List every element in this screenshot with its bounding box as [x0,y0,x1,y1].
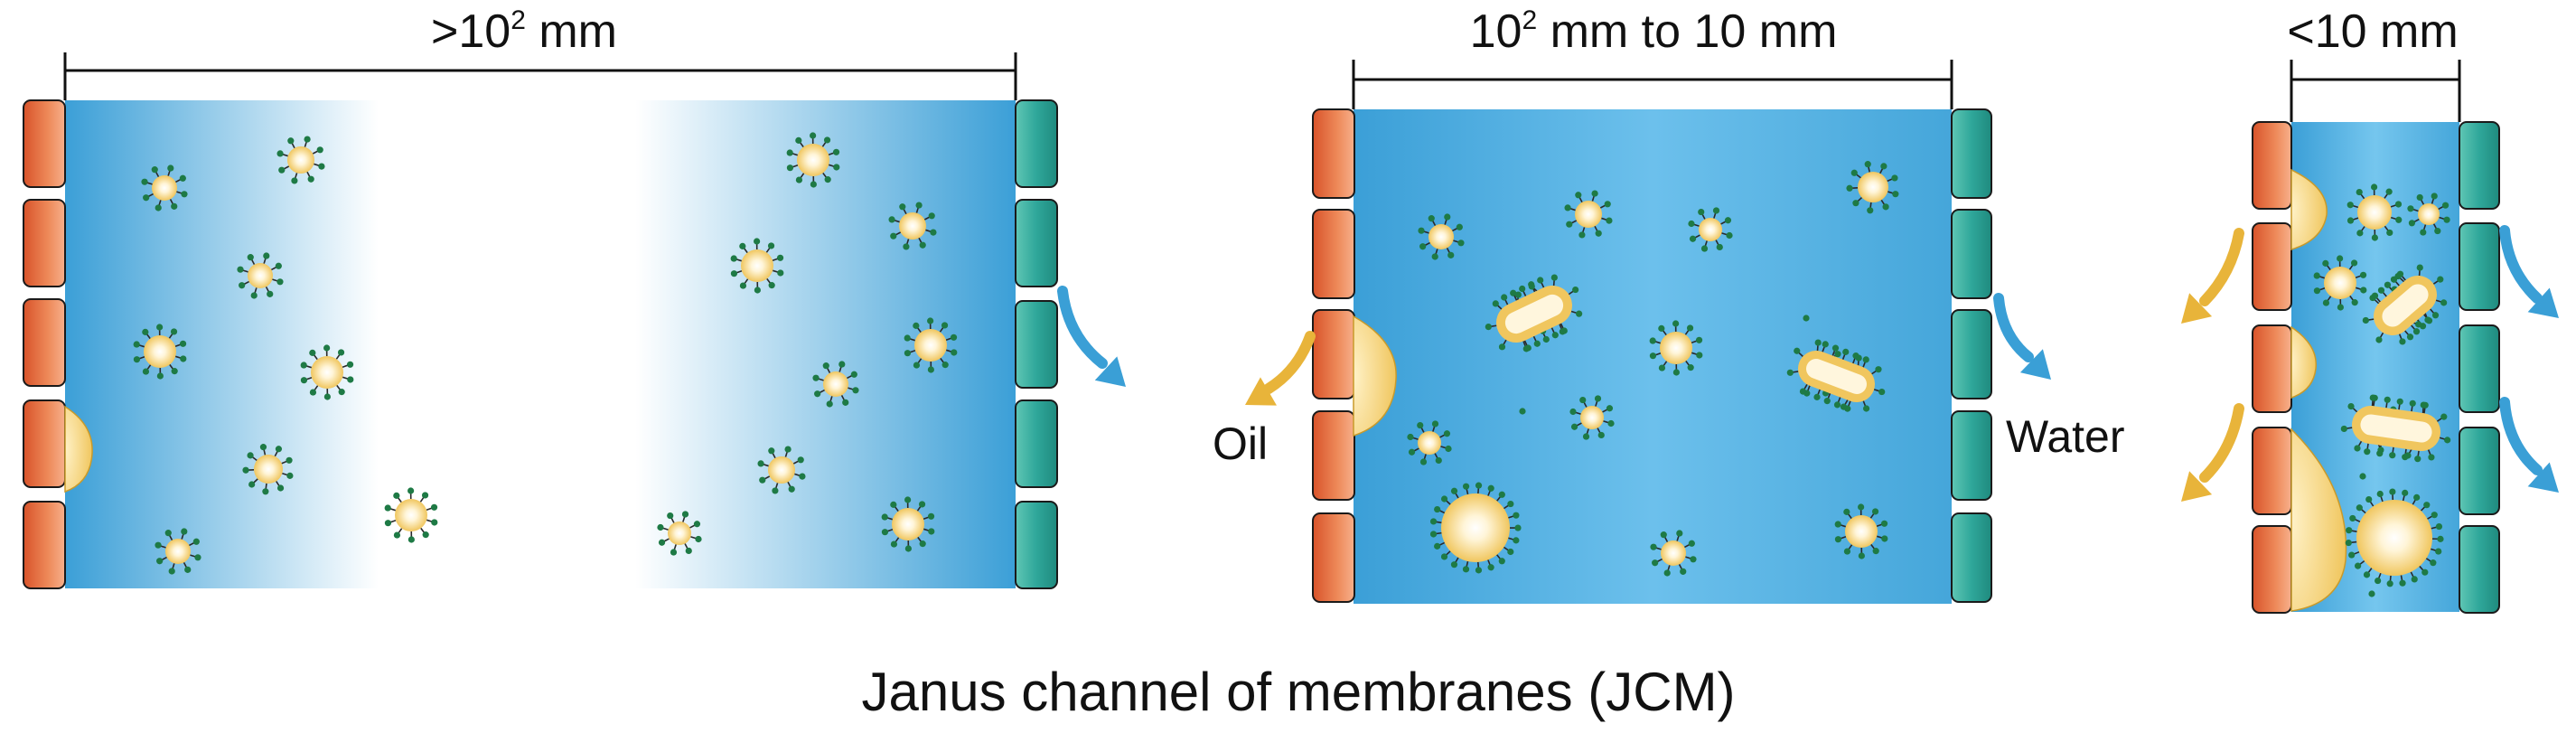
oil-flow-arrow-icon [1263,331,1316,394]
oil-droplet-icon [287,146,314,174]
water-membrane-segment [1015,501,1058,589]
oil-droplet-icon [823,371,848,397]
oil-film [64,405,93,493]
oil-film-layer [64,168,2347,612]
oil-droplet-icon [1660,332,1692,364]
oil-membrane-segment [23,199,66,287]
water-membrane-segment [2459,222,2500,311]
water-flow-arrow-icon [2499,225,2543,304]
oil-film [1353,315,1397,437]
dimension-label-medium: 102 mm to 10 mm [1470,5,1838,58]
oil-droplet-icon [1845,515,1878,548]
oil-membrane-segment [1312,512,1355,603]
water-membrane-segment [1015,99,1058,188]
oil-droplet-icon [311,356,343,389]
oil-membrane-segment [1312,309,1355,399]
oil-membrane-segment [1312,410,1355,501]
oil-membrane-segment [2252,427,2292,515]
figure-caption: Janus channel of membranes (JCM) [861,662,1735,722]
oil-droplet-icon [914,329,947,362]
oil-flow-arrow-icon [2199,403,2244,483]
dimension-lines [63,52,2461,122]
oil-label: Oil [1213,418,1268,469]
water-flow-arrow-icon [1993,293,2034,362]
water-membrane-segment [1015,399,1058,488]
oil-droplet-icon [1661,540,1686,566]
oil-film [2290,168,2328,251]
oil-droplet-icon [1580,406,1604,429]
water-flow-arrow-icon [1057,286,1108,369]
oil-membrane-segment [1312,209,1355,299]
water-flow-arrow-icon [2499,397,2543,475]
oil-droplet-icon [768,456,795,484]
oil-droplet-icon [254,455,283,484]
oil-membrane-segment [23,298,66,387]
oil-membrane-segment [23,99,66,188]
oil-membrane-segment [23,501,66,589]
oil-droplet-icon [1429,224,1454,249]
oil-droplet-icon [248,263,273,288]
water-membrane-segment [1951,512,1992,603]
oil-droplet-icon [165,539,191,564]
water-membrane-segment [1951,410,1992,501]
oil-membrane-segment [23,399,66,488]
oil-membrane-segment [2252,222,2292,311]
oil-droplet-icon [1858,172,1888,202]
water-label: Water [2006,411,2125,462]
water-membrane-segment [1951,309,1992,399]
water-membrane-segment [2459,427,2500,515]
water-membrane-segment [1951,108,1992,199]
oil-membrane-segment [1312,108,1355,199]
dimension-label-large: >102 mm [431,5,617,58]
flow-arrow-layer [1057,225,2559,502]
oil-droplet-icon [395,499,427,531]
oil-membrane-segment [2252,324,2292,413]
water-membrane-segment [1951,209,1992,299]
oil-droplet-icon [741,249,773,282]
dimension-label-small: <10 mm [2287,5,2458,58]
oil-droplet-icon [2357,195,2392,230]
oil-membrane-segment [2252,525,2292,614]
oil-droplet-icon [797,144,829,176]
oil-droplet-icon [1699,218,1722,241]
water-membrane-segment [2459,324,2500,413]
oil-droplet-icon [1441,493,1510,562]
droplet-layer [133,132,2451,597]
oil-membrane-segment [2252,121,2292,210]
membrane-layer [23,99,2500,614]
oil-droplet-icon [668,522,691,545]
oil-droplet-icon [1575,201,1602,228]
oil-film [2290,325,2317,399]
oil-droplet-icon [2418,203,2440,225]
oil-droplet-icon [144,335,176,368]
oil-film [2290,428,2347,612]
oil-droplet-icon [899,212,926,240]
oil-droplet-icon [2324,267,2356,299]
water-membrane-segment [2459,121,2500,210]
water-membrane-segment [2459,525,2500,614]
oil-flow-arrow-icon [2199,228,2244,306]
oil-droplet-icon [1418,431,1441,455]
oil-droplet-icon [2356,500,2432,576]
oil-droplet-icon [892,508,924,540]
channel-large [65,100,1016,588]
oil-droplet-icon [152,175,177,201]
water-membrane-segment [1015,300,1058,389]
water-membrane-segment [1015,199,1058,287]
